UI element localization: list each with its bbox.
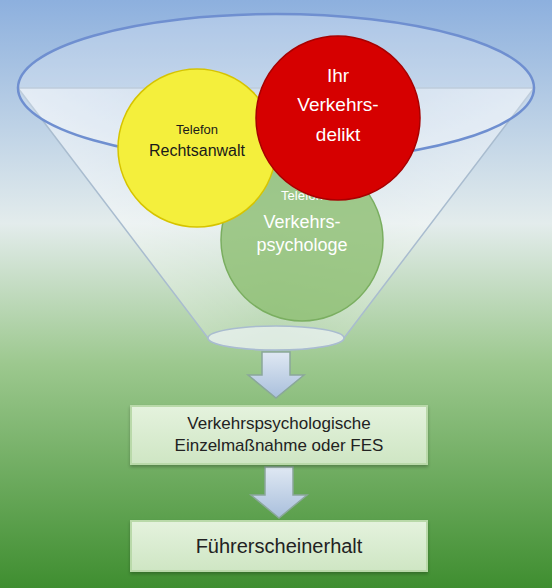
- block-arrow: [251, 467, 307, 518]
- node-text: Verkehrs- psychologe: [250, 211, 355, 258]
- funnel-neck: [208, 326, 344, 350]
- circle-fill: [256, 36, 420, 200]
- topic-circle: Ihr Verkehrs- delikt: [255, 35, 421, 201]
- funnel-arrow: [248, 352, 304, 398]
- circle-fill: [118, 69, 276, 227]
- node-text: Verkehrspsychologische Einzelmaßnahme od…: [144, 413, 414, 457]
- process-box: Führerscheinerhalt: [130, 520, 428, 572]
- node-text: Telefon: [137, 120, 257, 141]
- node-text: Führerscheinerhalt: [139, 534, 419, 558]
- circle-fill: [221, 159, 383, 321]
- topic-circle: TelefonRechtsanwalt: [117, 68, 277, 228]
- node-text: Ihr Verkehrs- delikt: [291, 61, 386, 149]
- process-box: Verkehrspsychologische Einzelmaßnahme od…: [130, 405, 428, 465]
- circle-outline: [255, 35, 421, 201]
- node-text: Rechtsanwalt: [127, 141, 267, 160]
